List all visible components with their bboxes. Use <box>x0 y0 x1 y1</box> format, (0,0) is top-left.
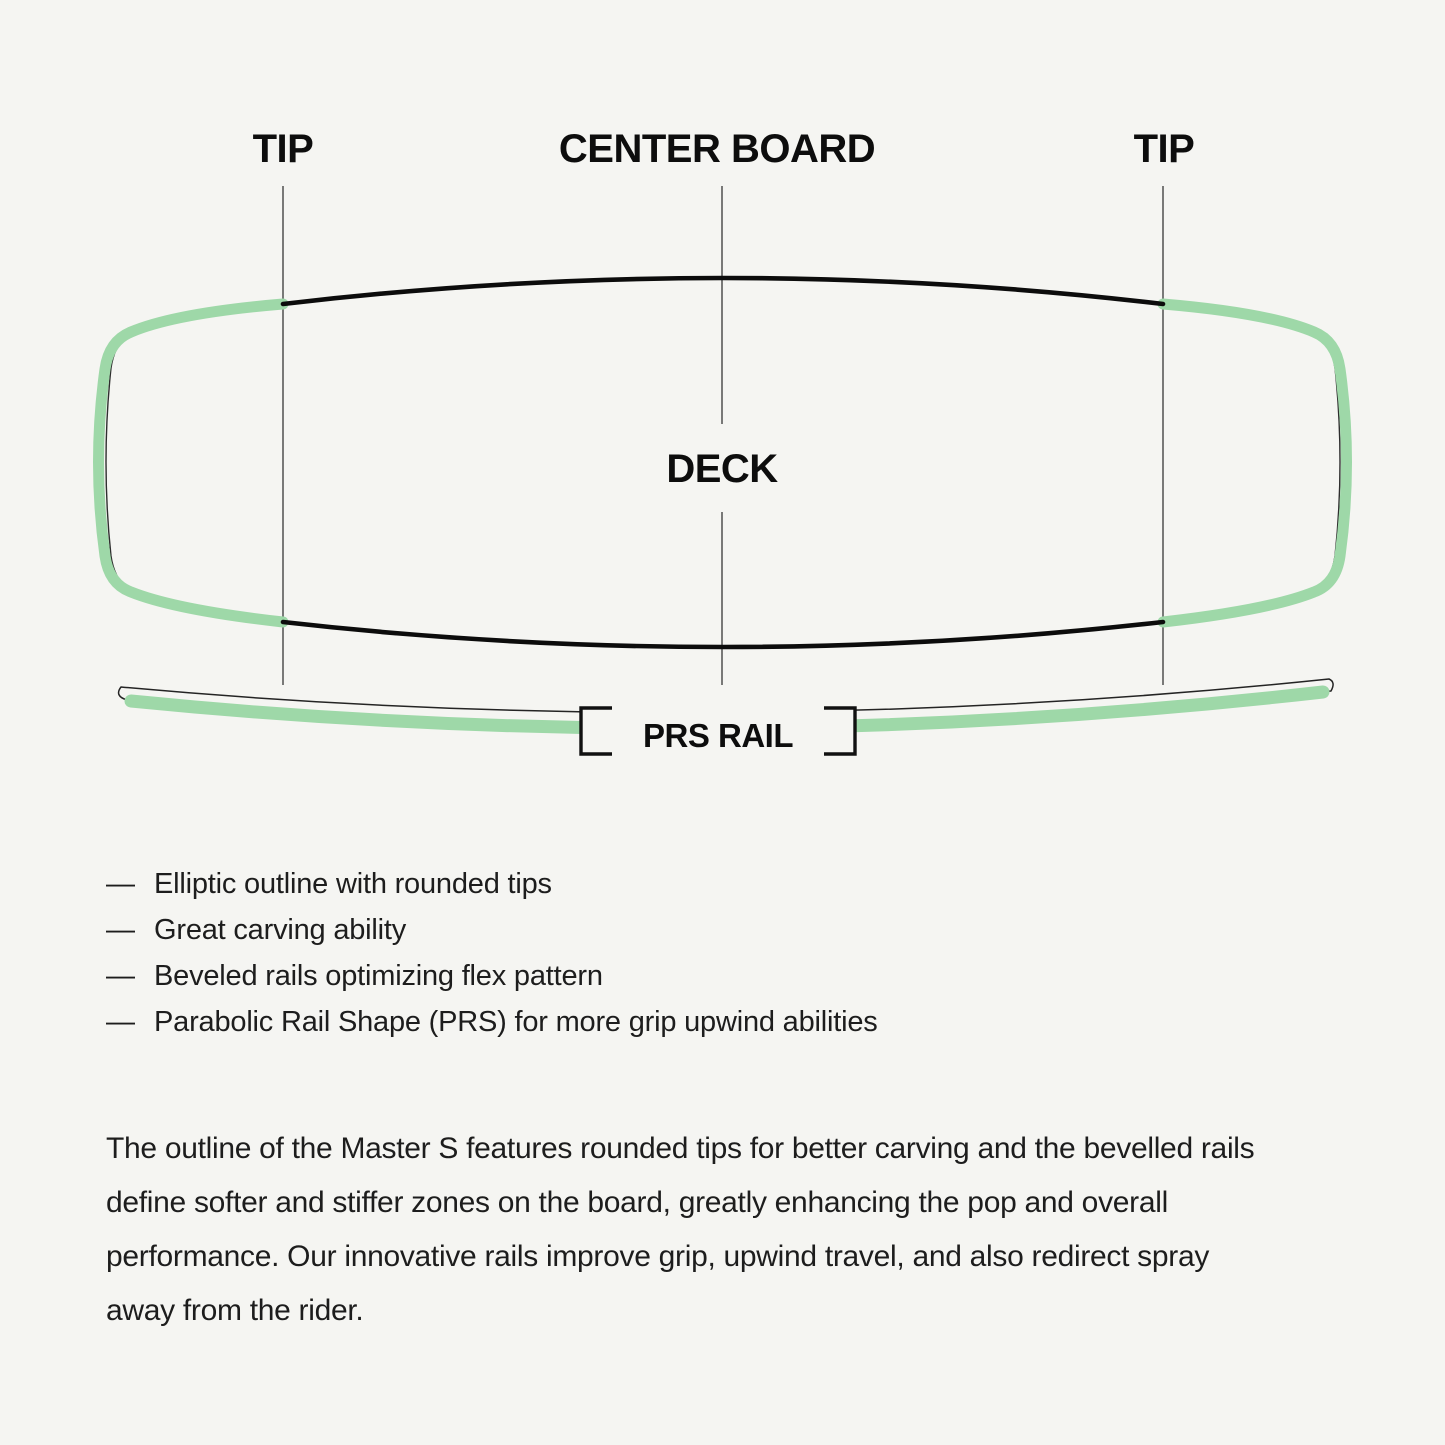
feature-item: — Elliptic outline with rounded tips <box>106 861 878 907</box>
center-board-label: CENTER BOARD <box>559 127 875 171</box>
board-rail-left <box>93 298 289 628</box>
deck-label: DECK <box>666 447 778 491</box>
label-bracket-right <box>824 706 857 756</box>
board-diagram: TIP CENTER BOARD TIP DECK PRS RAIL <box>93 127 1352 770</box>
feature-item: — Parabolic Rail Shape (PRS) for more gr… <box>106 999 878 1045</box>
feature-item-text: Beveled rails optimizing flex pattern <box>154 959 603 992</box>
feature-item: — Great carving ability <box>106 907 878 953</box>
dash-bullet: — <box>106 913 135 946</box>
board-rail-right <box>1157 298 1352 628</box>
board-bottom-curve <box>280 619 1166 650</box>
dash-bullet: — <box>106 1005 135 1038</box>
tip-label-right: TIP <box>1134 127 1195 171</box>
label-bracket-left <box>579 706 612 756</box>
board-top-curve <box>280 275 1166 307</box>
dash-bullet: — <box>106 867 135 900</box>
feature-item: — Beveled rails optimizing flex pattern <box>106 953 878 999</box>
feature-item-text: Elliptic outline with rounded tips <box>154 867 552 900</box>
feature-item-text: Great carving ability <box>154 913 407 946</box>
prs-rail-label: PRS RAIL <box>643 717 793 754</box>
dash-bullet: — <box>106 959 135 992</box>
features-list: — Elliptic outline with rounded tips — G… <box>106 861 878 1045</box>
tip-label-left: TIP <box>253 127 314 171</box>
product-description: The outline of the Master S features rou… <box>106 1132 1255 1327</box>
feature-item-text: Parabolic Rail Shape (PRS) for more grip… <box>154 1005 878 1038</box>
rail-label-gap <box>580 690 856 770</box>
